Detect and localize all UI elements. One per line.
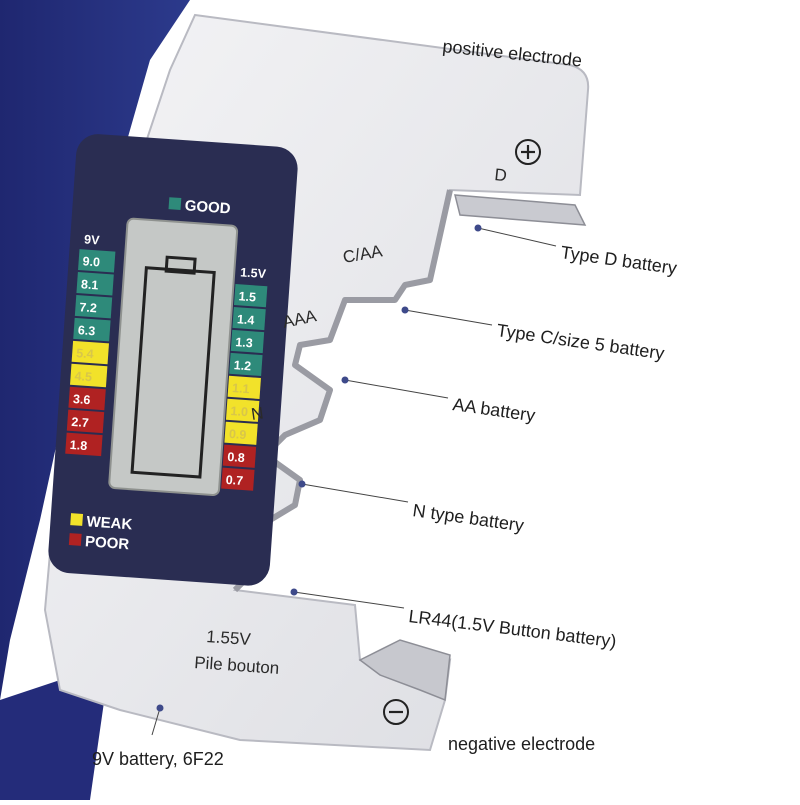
minus-icon	[383, 699, 409, 725]
left-scale-value: 9.0	[82, 254, 100, 269]
dot-aa	[341, 376, 349, 384]
right-scale-cell	[225, 398, 260, 422]
left-scale-cell	[66, 409, 105, 434]
electrode-top	[454, 194, 587, 226]
left-header: 9V	[84, 232, 101, 247]
lr44-label: LR44(1.5V Button battery)	[408, 606, 618, 651]
left-scale-value: 8.1	[81, 277, 99, 292]
right-scale-cell	[221, 467, 255, 491]
left-scale-cell	[74, 294, 113, 319]
left-scale-cell	[73, 317, 111, 342]
left-scale-value: 5.4	[76, 346, 94, 361]
right-scale-value: 1.5	[238, 289, 256, 304]
right-scale-value: 1.1	[232, 381, 250, 396]
right-scale: 1.5 1.4 1.3 1.2 1.1 1.0 0.9 0.8 0.7	[221, 284, 268, 491]
left-scale-value: 2.7	[71, 415, 89, 430]
weak-swatch	[70, 513, 84, 526]
blue-casing	[0, 0, 190, 700]
dot-type-d	[474, 224, 482, 232]
type-d-label: Type D battery	[559, 242, 678, 278]
left-scale-value: 4.5	[74, 369, 92, 384]
left-scale-value: 7.2	[79, 300, 97, 315]
left-scale-value: 3.6	[73, 392, 91, 407]
plus-icon	[515, 139, 541, 165]
good-label: GOOD	[184, 197, 231, 217]
left-scale-cell	[65, 432, 103, 457]
meter-panel: GOOD 9V 1.5V 9.0 8.1 7.2 6.3 5.4 4.5 3.6 2.7 1.8…	[48, 134, 298, 586]
left-scale-cell	[70, 363, 108, 388]
dot-lr44	[290, 588, 298, 596]
right-scale-value: 0.7	[225, 473, 243, 488]
right-scale-cell	[224, 421, 258, 445]
left-scale-cell	[78, 249, 116, 273]
n-type-label: N type battery	[411, 500, 525, 535]
slot-label-d: D	[494, 165, 508, 185]
dot-9v	[156, 704, 164, 712]
right-scale-cell	[229, 352, 263, 377]
right-scale-cell	[232, 306, 266, 331]
right-scale-value: 0.9	[228, 427, 246, 442]
right-header: 1.5V	[240, 265, 267, 281]
weak-label: WEAK	[86, 513, 133, 533]
type-c-label: Type C/size 5 battery	[495, 320, 665, 363]
left-scale: 9.0 8.1 7.2 6.3 5.4 4.5 3.6 2.7 1.8	[65, 249, 116, 457]
right-scale-value: 0.8	[227, 450, 245, 465]
left-scale-cell	[71, 340, 110, 365]
right-scale-cell	[233, 284, 268, 308]
poor-swatch	[68, 533, 82, 546]
right-scale-cell	[222, 444, 257, 468]
right-scale-cell	[230, 329, 265, 354]
left-scale-value: 6.3	[77, 323, 95, 338]
left-scale-value: 1.8	[69, 438, 87, 453]
battery-outline-icon	[130, 266, 216, 479]
electrode-bottom	[358, 639, 451, 702]
left-scale-cell	[76, 272, 114, 296]
good-swatch	[168, 197, 182, 211]
right-scale-value: 1.2	[233, 358, 251, 373]
aa-battery-label: AA battery	[451, 394, 536, 425]
right-scale-cell	[227, 375, 261, 399]
dot-type-c	[401, 306, 409, 314]
annotations	[151, 227, 557, 736]
poor-label: POOR	[85, 533, 130, 553]
lcd-window	[108, 217, 239, 496]
right-scale-value: 1.4	[237, 312, 255, 327]
right-scale-value: 1.0	[230, 404, 248, 419]
right-scale-value: 1.3	[235, 335, 253, 350]
dot-n-type	[298, 480, 306, 488]
nine-volt-label: 9V battery, 6F22	[92, 749, 224, 769]
negative-electrode-label: negative electrode	[448, 734, 595, 754]
left-scale-cell	[68, 386, 106, 411]
slot-label-n: N	[250, 403, 265, 424]
voltage-label: 1.55V	[206, 627, 252, 649]
